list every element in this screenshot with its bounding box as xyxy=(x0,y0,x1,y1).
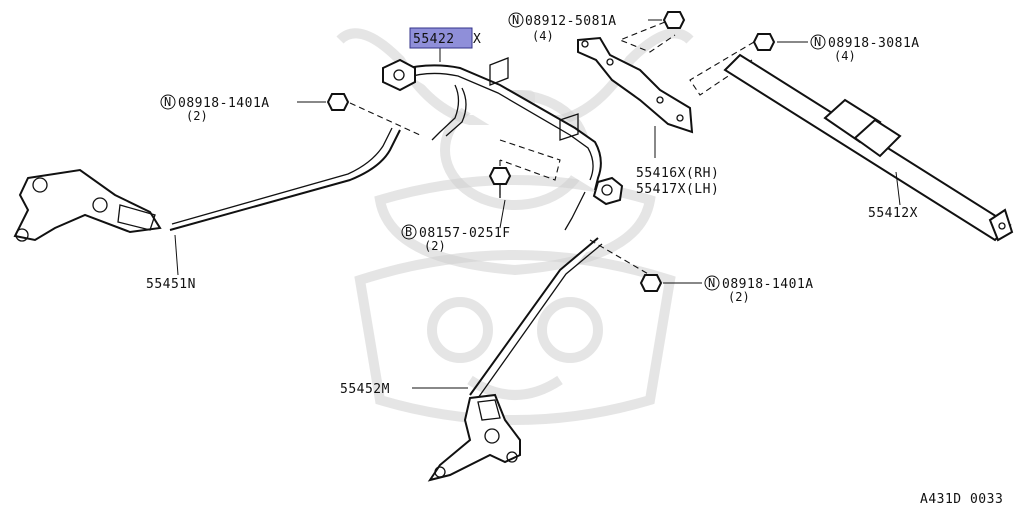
nut-symbol: N xyxy=(164,95,171,109)
part-number-08157: 08157-0251F xyxy=(419,226,511,241)
part-number-08918-3081: 08918-3081A xyxy=(828,36,920,51)
nut-symbol: N xyxy=(512,13,519,27)
label-55416-55417: 55416X(RH) 55417X(LH) xyxy=(636,166,719,197)
leader-lines xyxy=(174,19,901,389)
label-55412: 55412X xyxy=(868,206,918,221)
highlight-box xyxy=(409,27,473,49)
label-08918-3081: N 08918-3081A (4) xyxy=(810,34,920,63)
label-08918-1401-left: N 08918-1401A (2) xyxy=(160,94,270,123)
part-number-55422: 55422 xyxy=(413,32,455,47)
part-number-55451: 55451N xyxy=(146,277,196,292)
qty-08157: (2) xyxy=(424,239,446,253)
bracket-55416-55417 xyxy=(577,36,694,134)
nut-symbol: N xyxy=(814,35,821,49)
label-08157: B 08157-0251F (2) xyxy=(401,224,511,253)
nut-08918-1401-left xyxy=(326,93,350,111)
part-suffix-55422: X xyxy=(473,32,481,47)
label-08912: N 08912-5081A (4) xyxy=(508,12,617,43)
part-number-08918-1401-right: 08918-1401A xyxy=(722,277,814,292)
label-55452: 55452M xyxy=(340,382,390,397)
link-rod-55451 xyxy=(13,127,401,242)
part-number-55416: 55416X(RH) xyxy=(636,166,719,181)
part-number-08918-1401-left: 08918-1401A xyxy=(178,96,270,111)
qty-08918-1401-right: (2) xyxy=(728,290,750,304)
link-rod-55452 xyxy=(427,237,603,482)
part-number-55452: 55452M xyxy=(340,382,390,397)
qty-08912: (4) xyxy=(532,29,554,43)
bolt-08157 xyxy=(488,167,512,198)
part-number-55412: 55412X xyxy=(868,206,918,221)
part-number-55417: 55417X(LH) xyxy=(636,182,719,197)
part-number-08912: 08912-5081A xyxy=(525,14,617,29)
qty-08918-3081: (4) xyxy=(834,49,856,63)
nut-symbol: N xyxy=(708,276,715,290)
motor-55412 xyxy=(723,53,1014,242)
nut-08918-3081 xyxy=(752,33,776,51)
qty-08918-1401-left: (2) xyxy=(186,109,208,123)
label-08918-1401-right: N 08918-1401A (2) xyxy=(704,275,814,304)
nut-08918-1401-right xyxy=(639,274,663,292)
bolt-symbol: B xyxy=(405,225,412,239)
linkage-55422 xyxy=(382,57,624,231)
nut-08912 xyxy=(662,11,686,29)
label-55422: 55422 X xyxy=(409,27,481,49)
label-55451: 55451N xyxy=(146,277,196,292)
diagram-id: A431D 0033 xyxy=(920,492,1003,507)
